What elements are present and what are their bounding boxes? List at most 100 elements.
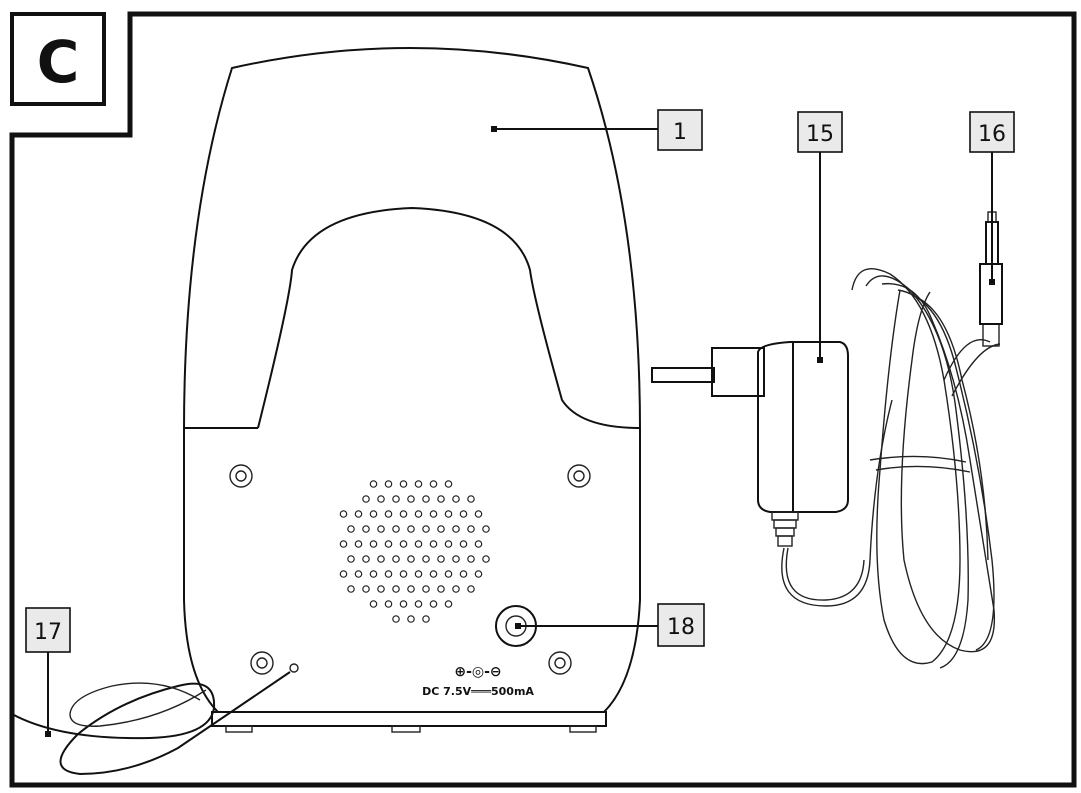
grille-hole [369, 600, 378, 608]
grille-hole [399, 600, 408, 608]
reset-pinhole [289, 663, 299, 673]
grille-hole [399, 480, 408, 488]
grille-hole [437, 585, 445, 593]
grille-hole [339, 540, 348, 548]
grille-hole [482, 555, 490, 563]
grille-hole [429, 510, 438, 518]
grille-hole [362, 555, 370, 563]
grille-hole [392, 615, 400, 623]
grille-hole [339, 510, 348, 518]
panel-letter: C [37, 28, 80, 96]
grille-hole [452, 585, 460, 593]
grille-hole [482, 525, 490, 533]
grille-hole [429, 600, 438, 608]
grille-hole [362, 585, 370, 593]
grille-hole [452, 495, 460, 503]
callout-16: 16 [969, 111, 1015, 153]
grille-hole [444, 510, 453, 518]
callout-17-label: 17 [34, 620, 62, 645]
leader-lines [45, 126, 995, 737]
grille-hole [392, 555, 400, 563]
grille-hole [354, 570, 363, 578]
grille-hole [467, 525, 475, 533]
grille-hole [369, 510, 378, 518]
grille-hole [474, 570, 483, 578]
grille-hole [437, 495, 445, 503]
power-rating-label: DC 7.5V═══500mA [422, 685, 534, 698]
speaker-grille [339, 480, 490, 623]
grille-hole [429, 540, 438, 548]
grille-hole [369, 570, 378, 578]
grille-hole [407, 615, 415, 623]
callout-1-label: 1 [673, 120, 687, 145]
grille-hole [444, 480, 453, 488]
grille-hole [347, 585, 355, 593]
grille-hole [429, 570, 438, 578]
base-unit: ⊕-◎-⊖ DC 7.5V═══500mA [183, 47, 641, 733]
grille-hole [377, 525, 385, 533]
grille-hole [407, 495, 415, 503]
grille-hole [384, 540, 393, 548]
grille-hole [422, 525, 430, 533]
grille-hole [399, 570, 408, 578]
grille-hole [444, 570, 453, 578]
grille-hole [452, 525, 460, 533]
strain-relief [771, 511, 799, 547]
grille-hole [414, 600, 423, 608]
grille-hole [422, 555, 430, 563]
grille-hole [354, 540, 363, 548]
grille-hole [407, 585, 415, 593]
grille-hole [414, 540, 423, 548]
grille-hole [429, 480, 438, 488]
grille-hole [444, 540, 453, 548]
grille-hole [384, 600, 393, 608]
grille-hole [467, 555, 475, 563]
grille-hole [392, 495, 400, 503]
screw-bottom-right [548, 651, 572, 675]
grille-hole [347, 555, 355, 563]
polarity-symbol: ⊕-◎-⊖ [454, 664, 501, 680]
grille-hole [474, 540, 483, 548]
callout-15: 15 [797, 111, 843, 153]
screw-bottom-left [250, 651, 274, 675]
grille-hole [414, 480, 423, 488]
antenna-cable [11, 671, 291, 776]
grille-hole [399, 510, 408, 518]
callout-1: 1 [657, 109, 703, 151]
grille-hole [362, 525, 370, 533]
grille-hole [369, 480, 378, 488]
grille-hole [422, 495, 430, 503]
outer-frame [9, 11, 1077, 788]
grille-hole [347, 525, 355, 533]
grille-hole [459, 540, 468, 548]
grille-hole [384, 510, 393, 518]
grille-hole [452, 555, 460, 563]
grille-hole [459, 510, 468, 518]
callout-18-label: 18 [667, 615, 695, 640]
grille-hole [414, 570, 423, 578]
grille-hole [407, 525, 415, 533]
panel-label: C [10, 12, 106, 106]
grille-hole [422, 615, 430, 623]
callout-15-label: 15 [806, 122, 834, 147]
grille-hole [437, 525, 445, 533]
grille-hole [414, 510, 423, 518]
grille-hole [369, 540, 378, 548]
grille-hole [392, 525, 400, 533]
grille-hole [467, 585, 475, 593]
grille-hole [384, 570, 393, 578]
grille-hole [354, 510, 363, 518]
grille-hole [377, 585, 385, 593]
grille-hole [362, 495, 370, 503]
adapter-cable [781, 268, 1001, 669]
grille-hole [459, 570, 468, 578]
grille-hole [422, 585, 430, 593]
callout-16-label: 16 [978, 122, 1006, 147]
grille-hole [392, 585, 400, 593]
grille-hole [437, 555, 445, 563]
grille-hole [399, 540, 408, 548]
grille-hole [384, 480, 393, 488]
screw-top-left [229, 464, 253, 488]
callout-17: 17 [25, 607, 71, 653]
